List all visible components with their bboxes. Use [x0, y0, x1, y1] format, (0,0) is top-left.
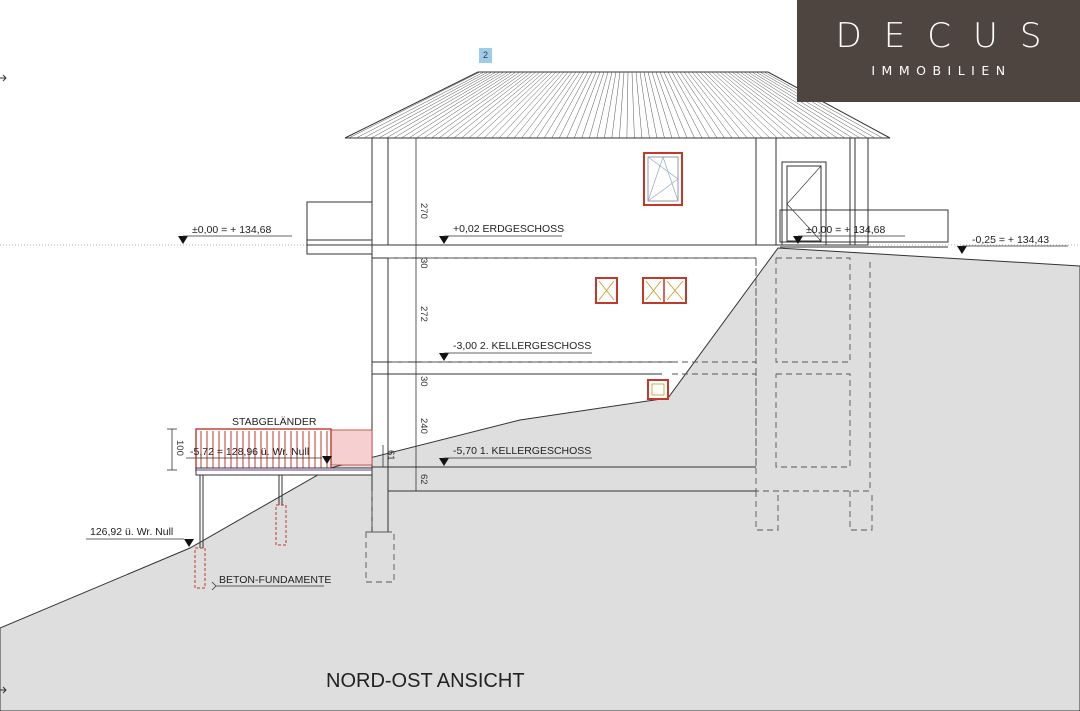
dimension-labels: 270 30 272 30 240 61 62 100: [174, 203, 429, 485]
lower-terrace: [194, 428, 373, 589]
roof: [344, 71, 891, 139]
dim-kg1-height: 240: [418, 418, 429, 434]
foundation-arrow-icon: [211, 581, 324, 591]
level-ground-low: 126,92 ü. Wr. Null: [90, 526, 173, 538]
dimension-chain: [167, 137, 421, 492]
level-terrain-right: -0,25 = + 134,43: [972, 234, 1049, 246]
marker-badge: 2: [479, 48, 492, 63]
dim-slab2: 30: [418, 376, 429, 387]
brand-name: DECUS: [835, 16, 1064, 56]
terrain: [0, 247, 1080, 711]
level-kg1: -5,70 1. KELLERGESCHOSS: [453, 445, 591, 457]
terrace-right: [779, 209, 949, 248]
dim-step: 61: [385, 450, 396, 461]
dim-eg-height: 270: [418, 203, 429, 219]
level-lines: [86, 235, 1068, 540]
balcony-upper-left: [306, 201, 373, 255]
label-foundations: BETON-FUNDAMENTE: [219, 574, 331, 586]
level-terrace: -5,72 = 128,96 ü. Wr. Null: [190, 446, 309, 458]
dim-slab1: 30: [418, 258, 429, 269]
level-ref-left: ±0,00 = + 134,68: [192, 224, 271, 236]
window-kg2-small: [595, 277, 618, 304]
edge-arrow-icon: [0, 686, 7, 694]
brand-subtitle: IMMOBILIEN: [871, 63, 1012, 78]
dim-kg2-height: 272: [418, 306, 429, 322]
edge-arrow-icon: [0, 74, 7, 82]
label-railing: STABGELÄNDER: [232, 416, 317, 428]
window-kg1: [647, 379, 669, 400]
hidden-lines: [365, 257, 873, 583]
level-kg2: -3,00 2. KELLERGESCHOSS: [453, 340, 591, 352]
dim-railing-height: 100: [174, 440, 185, 456]
brand-logo: DECUS IMMOBILIEN: [797, 0, 1080, 102]
level-ref-right: ±0,00 = + 134,68: [806, 224, 885, 236]
door: [781, 161, 827, 246]
window-eg: [643, 152, 683, 206]
level-markers: [178, 236, 967, 547]
drawing-title: NORD-OST ANSICHT: [326, 670, 525, 692]
window-kg2-double: [642, 277, 687, 304]
level-erdgeschoss: +0,02 ERDGESCHOSS: [453, 223, 564, 235]
dim-foundation: 62: [418, 474, 429, 485]
